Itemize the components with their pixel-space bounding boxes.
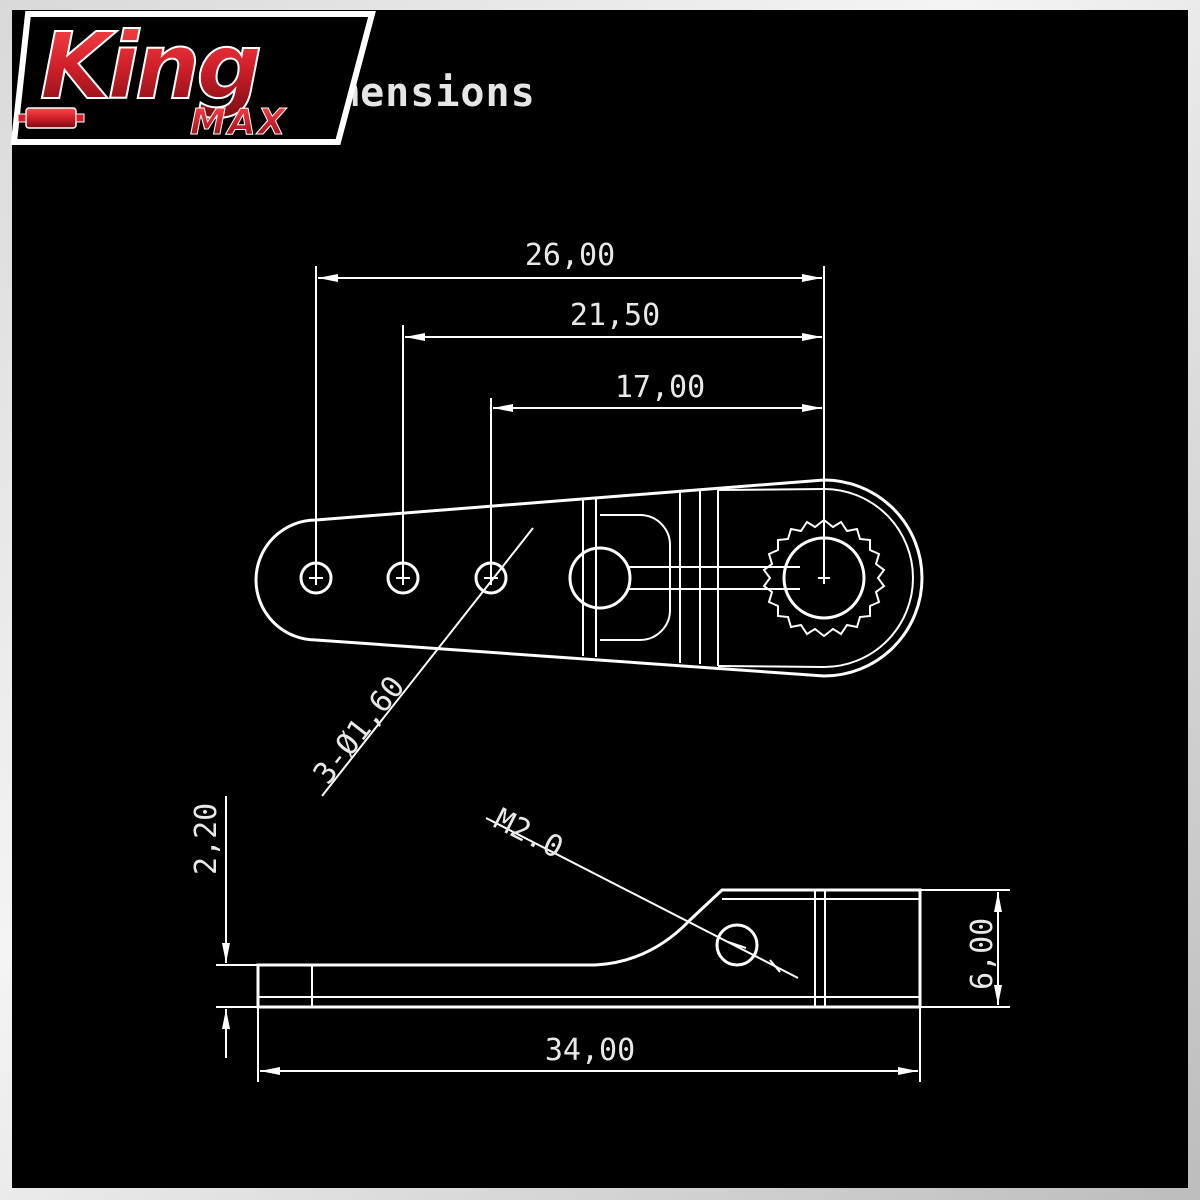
screw-hole [715, 923, 759, 967]
hole-2 [386, 561, 420, 595]
top-view: 26,00 21,50 17,00 [254, 238, 924, 797]
dim-label-2150: 21,50 [570, 298, 660, 333]
horn-side-profile [256, 888, 922, 1009]
horn-inner-rim [717, 487, 914, 669]
dim-label-length: 34,00 [545, 1033, 635, 1068]
slot-end [568, 546, 632, 610]
hub-bore [782, 536, 866, 620]
drawing-panel [12, 10, 1188, 1188]
logo-brand-text: King [40, 13, 259, 120]
servo-icon [25, 107, 77, 129]
hole-leader-line [321, 527, 534, 797]
side-view: M2.0 2,20 6,00 34,00 [189, 796, 1010, 1082]
hole-1 [299, 561, 333, 595]
thread-leader-tick [769, 959, 781, 973]
spline-teeth [762, 518, 886, 638]
dim-label-thread: M2.0 [488, 802, 568, 866]
dim-label-17: 17,00 [615, 370, 705, 405]
servo-icon-tab [75, 113, 85, 123]
horn-outline [254, 478, 924, 678]
page-title: mensions [335, 70, 536, 116]
logo-sub-text: MAX [190, 102, 288, 143]
dim-label-holes: 3-Ø1,60 [307, 670, 412, 791]
horn-pocket [600, 514, 671, 641]
kingmax-logo: King MAX [10, 11, 376, 145]
logo-frame [10, 11, 376, 145]
thread-leader-line [485, 817, 799, 979]
dim-label-thickness: 2,20 [189, 803, 224, 875]
dim-label-height: 6,00 [965, 918, 1000, 990]
dim-label-26: 26,00 [525, 238, 615, 273]
servo-icon-tab [17, 113, 27, 123]
